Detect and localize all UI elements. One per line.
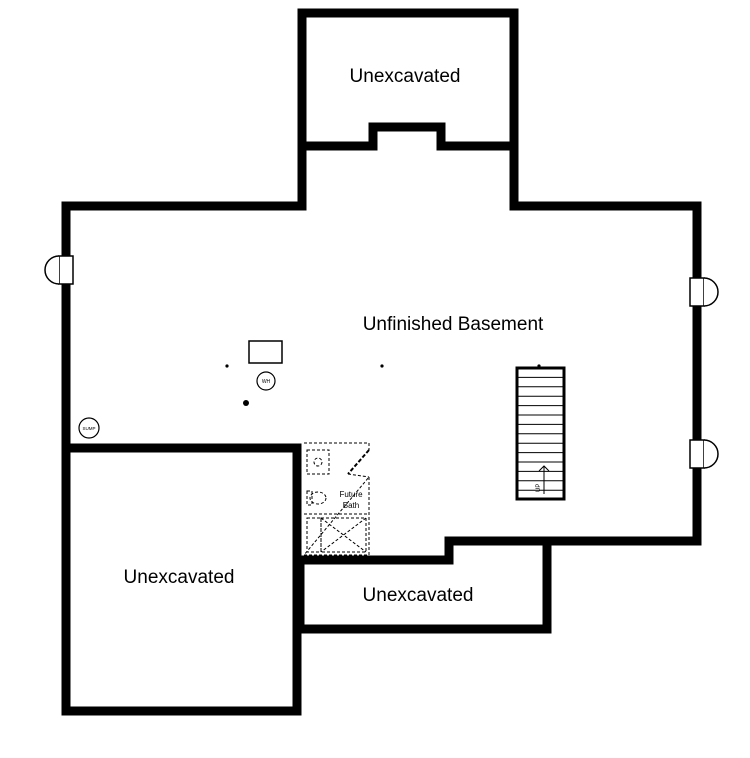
future-toilet: [309, 491, 327, 505]
room-label-unexcavated-top: Unexcavated: [350, 66, 461, 87]
staircase: UP: [515, 366, 566, 501]
floor-drain: [243, 400, 249, 406]
furnace: [248, 340, 283, 364]
top-unexcavated-wall: [302, 122, 514, 151]
sump-pit: SUMP: [78, 417, 100, 439]
future-bath-label: Future: [339, 490, 363, 499]
room-label-unfinished-basement: Unfinished Basement: [363, 314, 544, 335]
post-dot: [225, 364, 229, 368]
post-dot: [380, 364, 384, 368]
future-sink: [306, 449, 330, 475]
future-bath-outline: [304, 442, 370, 450]
future-bath-label: Bath: [343, 501, 359, 510]
future-bath: [302, 442, 370, 556]
room-label-unexcavated-bottom: Unexcavated: [363, 585, 474, 606]
bottom-unexcavated-wall: [295, 545, 552, 634]
water-heater-label: WH: [262, 379, 271, 385]
stair-direction-label: UP: [536, 484, 542, 492]
stair-treads: [517, 376, 564, 491]
water-heater: WH: [256, 371, 276, 391]
room-label-unexcavated-left: Unexcavated: [124, 567, 235, 588]
exterior-wall: [61, 8, 702, 565]
window-well-right-lower: [689, 439, 719, 469]
future-shower: [306, 517, 322, 553]
stair-post-dot: [537, 364, 541, 368]
window-well-left: [44, 255, 74, 285]
window-well-right-upper: [689, 277, 719, 307]
sump-label: SUMP: [82, 426, 95, 431]
